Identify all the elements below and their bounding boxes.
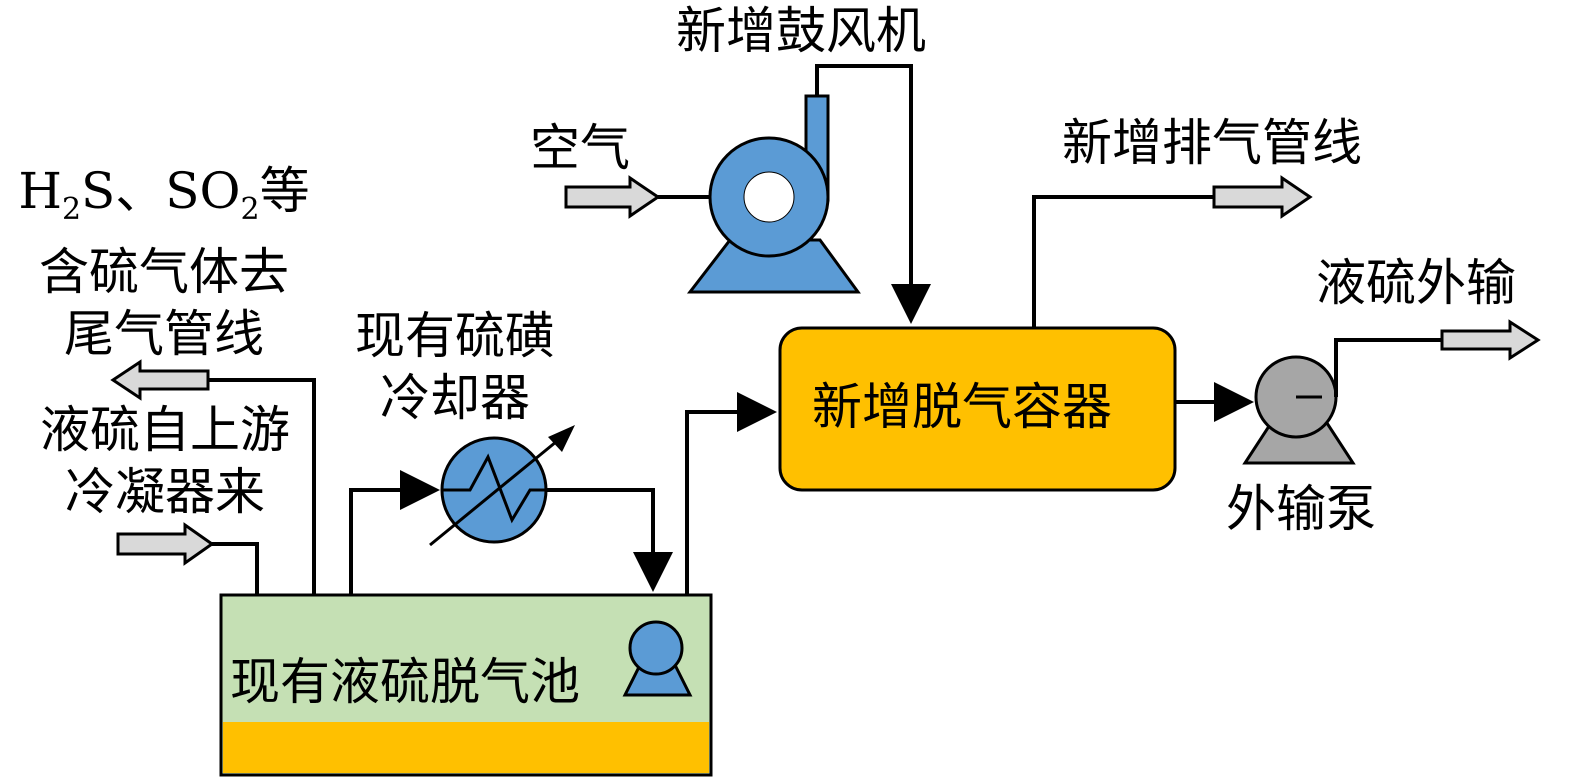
blower-discharge-line bbox=[815, 64, 931, 324]
pit-label: 现有液硫脱气池 bbox=[230, 653, 580, 711]
tail-gas-deng: 等 bbox=[259, 162, 310, 220]
export-line bbox=[1334, 338, 1442, 397]
tail-gas-label-line2: 含硫气体去 bbox=[39, 243, 289, 301]
cooler-label-line2: 冷却器 bbox=[380, 369, 530, 427]
air-label: 空气 bbox=[530, 119, 630, 177]
feed-label-line2: 冷凝器来 bbox=[65, 463, 265, 521]
degassing-vessel bbox=[778, 326, 1177, 492]
tail-gas-line bbox=[208, 378, 316, 595]
liquid-sulfur-export-label: 液硫外输 bbox=[1316, 254, 1516, 312]
feed-label: 液硫自上游 冷凝器来 bbox=[20, 399, 310, 523]
vent-line-label: 新增排气管线 bbox=[1062, 114, 1362, 172]
vessel-label: 新增脱气容器 bbox=[812, 378, 1112, 436]
tail-gas-h: H bbox=[18, 162, 62, 220]
pit-to-cooler-line bbox=[349, 470, 440, 595]
pit-to-vessel-line bbox=[685, 392, 777, 595]
feed-label-line1: 液硫自上游 bbox=[40, 401, 290, 459]
tail-gas-sub2: 2 bbox=[240, 192, 260, 227]
export-pump-label: 外输泵 bbox=[1226, 480, 1376, 538]
export-pump-icon bbox=[1242, 355, 1356, 465]
blower-icon bbox=[686, 94, 861, 294]
cooler-label-line1: 现有硫磺 bbox=[355, 307, 555, 365]
tail-gas-arrow bbox=[110, 359, 210, 401]
cooler-return-line bbox=[546, 488, 673, 592]
liquid-sulfur-layer bbox=[223, 722, 709, 773]
cooler-label: 现有硫磺 冷却器 bbox=[330, 305, 580, 429]
feed-inlet-arrow bbox=[116, 522, 215, 566]
tail-gas-label: H2S、SO2等 含硫气体去 尾气管线 bbox=[14, 160, 314, 365]
feed-inlet-line bbox=[212, 542, 259, 595]
export-arrow bbox=[1440, 319, 1541, 361]
blower-label: 新增鼓风机 bbox=[676, 2, 926, 60]
tail-gas-label-line3: 尾气管线 bbox=[64, 305, 264, 363]
heat-exchanger-icon bbox=[429, 425, 575, 547]
tail-gas-label-line1: H2S、SO2等 bbox=[14, 160, 314, 241]
tail-gas-s-so: S、SO bbox=[81, 162, 241, 220]
air-inlet-arrow bbox=[564, 175, 661, 219]
pit-aerator-icon bbox=[622, 620, 693, 697]
vent-arrow bbox=[1212, 175, 1313, 219]
tail-gas-sub1: 2 bbox=[61, 192, 82, 227]
vent-line bbox=[1032, 195, 1214, 328]
